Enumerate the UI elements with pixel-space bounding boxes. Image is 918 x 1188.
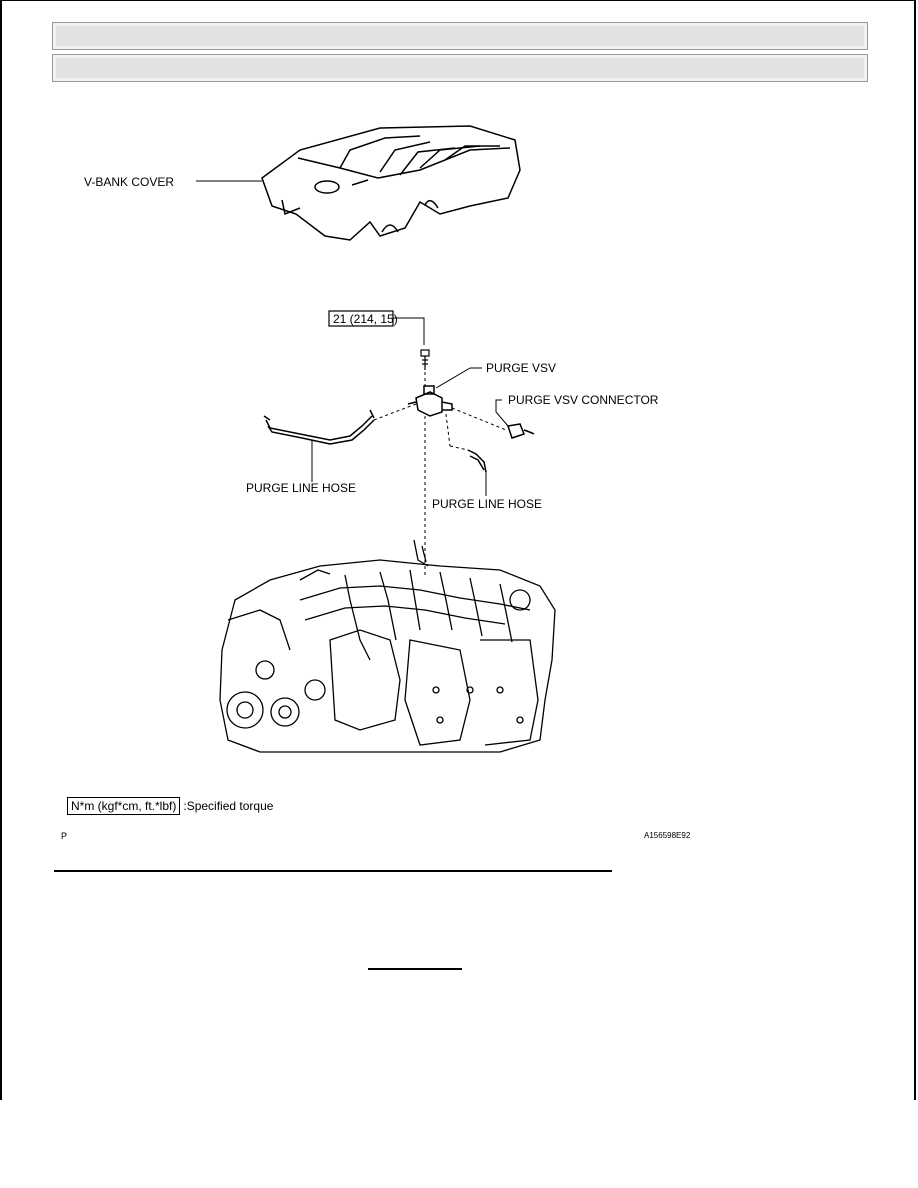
torque-legend: N*m (kgf*cm, ft.*lbf) : Specified torque [67, 797, 273, 815]
purge-line-hose-right-illustration [467, 449, 487, 473]
section-rule-long [54, 870, 612, 872]
page-frame [0, 0, 916, 1100]
section-rule-short [368, 968, 462, 970]
label-purge-vsv-connector: PURGE VSV CONNECTOR [508, 393, 659, 407]
purge-vsv-connector-illustration [507, 423, 535, 439]
label-purge-line-hose-left: PURGE LINE HOSE [246, 481, 356, 495]
label-purge-line-hose-right: PURGE LINE HOSE [432, 497, 542, 511]
caption-letter: P [61, 831, 68, 841]
purge-vsv-illustration [407, 385, 453, 417]
legend-unit-box: N*m (kgf*cm, ft.*lbf) [67, 797, 181, 815]
purge-line-hose-left-illustration [263, 409, 375, 445]
label-purge-vsv: PURGE VSV [486, 361, 556, 375]
vbank-cover-illustration [261, 125, 521, 241]
header-bar-top [52, 22, 868, 50]
assembly-guide-lines [373, 372, 507, 575]
figure-code: A156598E92 [644, 831, 691, 840]
engine-illustration [219, 539, 556, 753]
bolt-icon [420, 349, 430, 370]
label-torque-value: 21 (214, 15) [333, 312, 398, 326]
legend-description: Specified torque [186, 799, 274, 813]
label-vbank-cover: V-BANK COVER [84, 175, 174, 189]
header-bar-bottom [52, 54, 868, 82]
